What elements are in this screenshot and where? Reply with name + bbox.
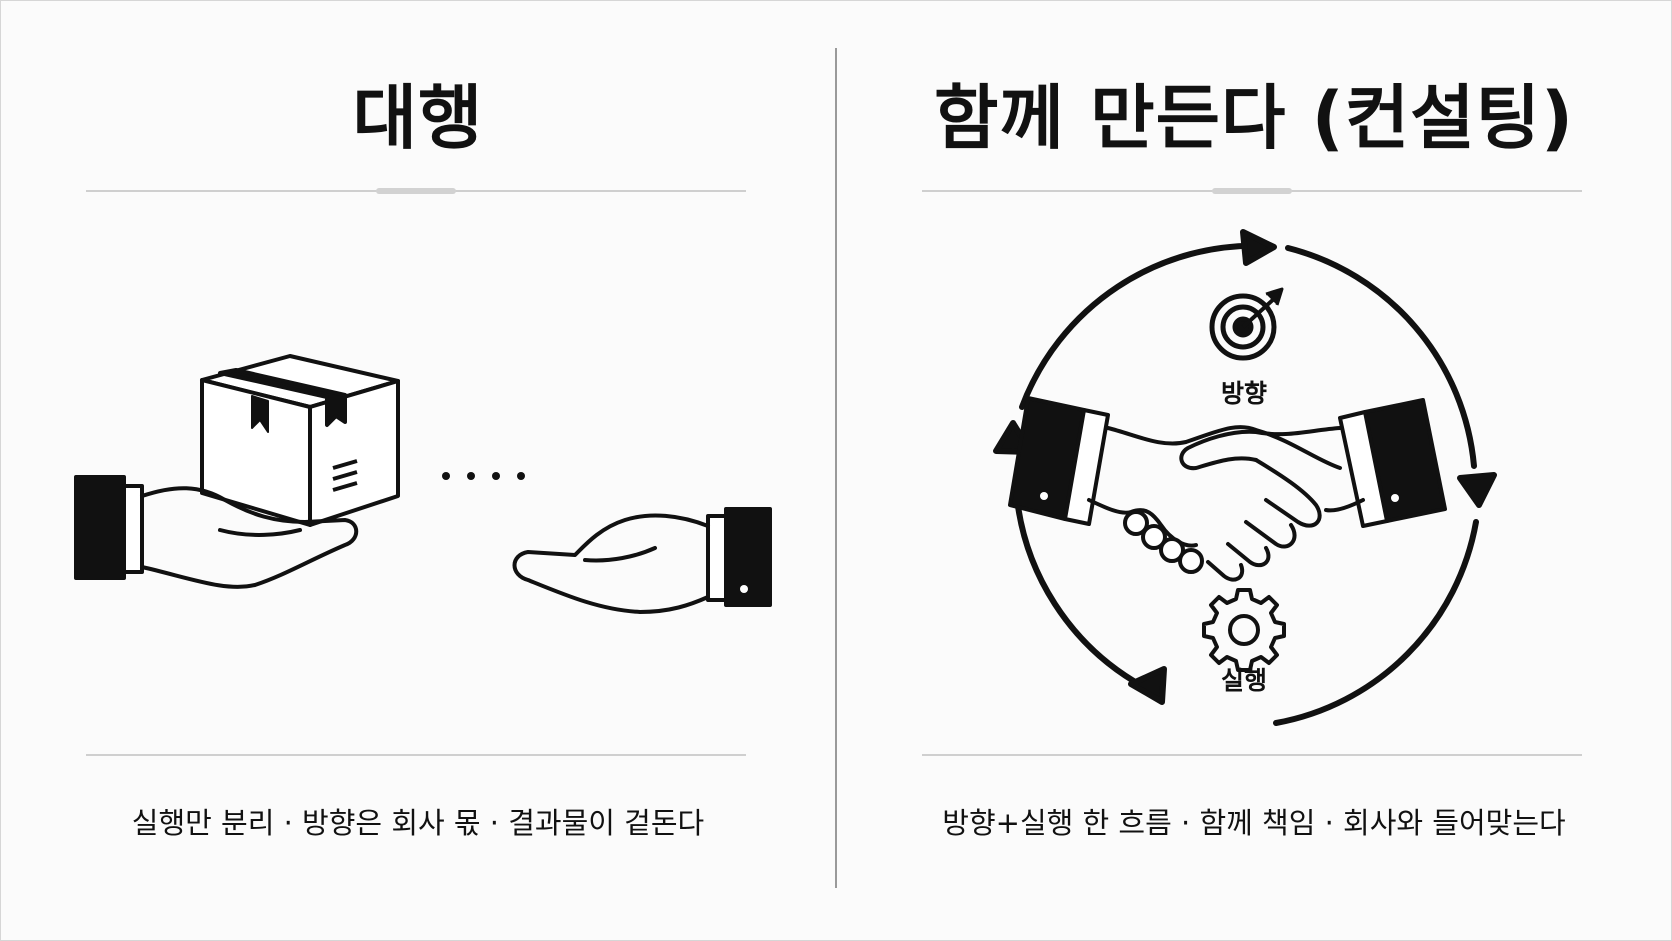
caption-agency: 실행만 분리 · 방향은 회사 몫 · 결과물이 겉돈다 [131, 806, 705, 840]
consulting-illustration: 방향 실행 [993, 229, 1497, 726]
label-direction: 방향 [1221, 379, 1267, 408]
caption-rule [86, 754, 746, 756]
caption-consulting: 방향+실행 한 흐름 · 함께 책임 · 회사와 들어맞는다 [942, 806, 1566, 840]
handshake-icon [1008, 396, 1447, 582]
title-rule [86, 188, 746, 194]
gear-icon [1202, 588, 1286, 672]
panel-divider [835, 48, 837, 888]
panel-title-agency: 대행 [352, 77, 484, 159]
receiving-hand-icon [512, 507, 772, 614]
panel-agency: 대행 [74, 77, 772, 840]
agency-illustration [74, 354, 772, 614]
giving-hand-icon [74, 475, 359, 589]
label-execution: 실행 [1221, 666, 1267, 695]
caption-rule [922, 754, 1582, 756]
target-icon [1209, 287, 1284, 361]
panel-consulting: 함께 만든다 (컨설팅) [836, 0, 1672, 941]
title-rule [922, 188, 1582, 194]
box-icon [200, 354, 400, 527]
cycle-arrows-icon [993, 229, 1497, 726]
panel-title-consulting: 함께 만든다 (컨설팅) [934, 77, 1574, 159]
dotted-gap-icon [442, 472, 525, 480]
